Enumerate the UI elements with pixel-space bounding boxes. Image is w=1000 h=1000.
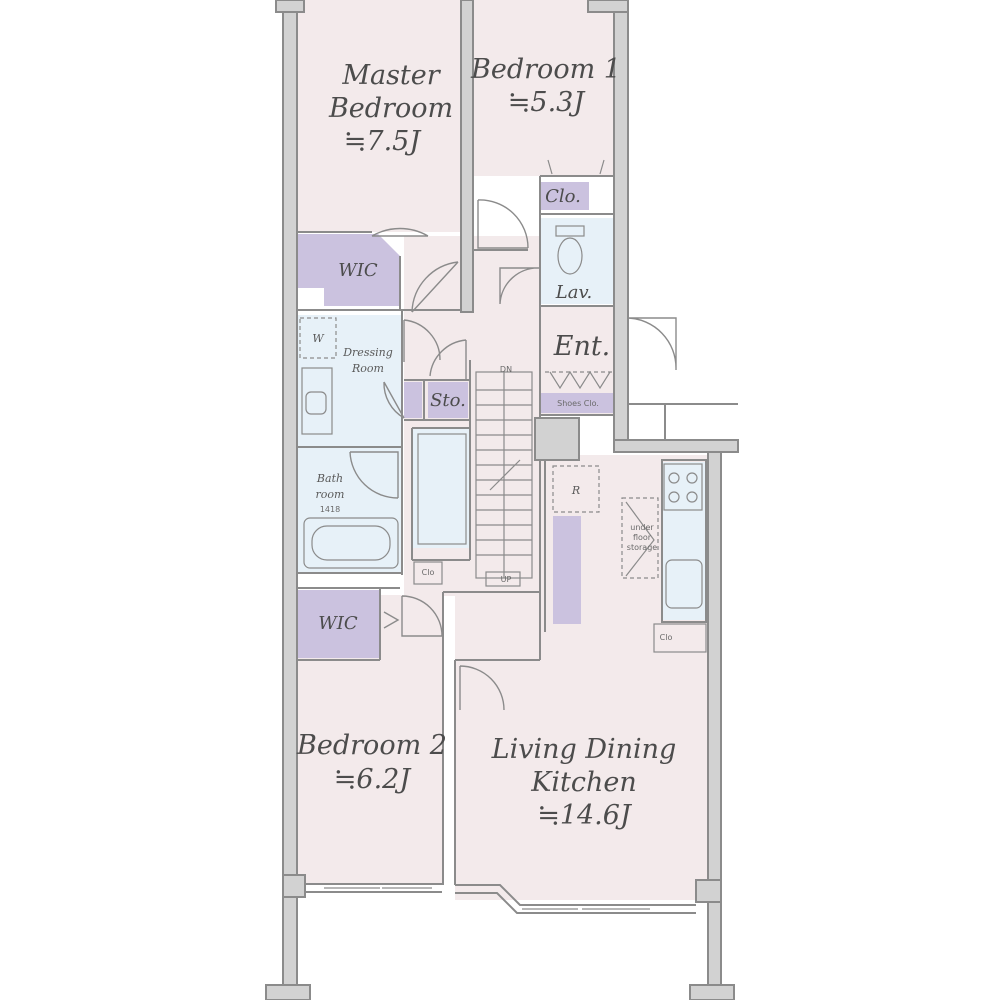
wic-lower-label: WIC	[318, 613, 358, 634]
washer-icon	[299, 317, 337, 359]
toilet-tank-icon	[555, 225, 585, 237]
washbasin-icon	[301, 367, 333, 435]
washer-label: W	[312, 332, 325, 345]
small-clo-label-1: Clo	[422, 568, 435, 577]
stove-icon	[663, 463, 703, 511]
door-master	[371, 227, 429, 237]
ent-label: Ent.	[553, 331, 611, 362]
bathroom-area	[298, 448, 402, 572]
ldk-name-2: Kitchen	[530, 767, 637, 798]
windows	[305, 883, 696, 914]
wic-upper-area	[298, 234, 400, 306]
clo-area	[541, 182, 589, 210]
sto-area	[428, 382, 468, 418]
bedroom2-area: ≒6.2J	[334, 764, 413, 795]
door-ldk	[459, 665, 505, 711]
ldk-area: ≒14.6J	[537, 800, 633, 831]
door-dressing-closet	[383, 381, 405, 419]
kitchen-counter-area	[662, 462, 706, 620]
door-wic-lower	[383, 611, 400, 629]
fixtures	[299, 159, 703, 609]
wall-bedroom-divider	[460, 0, 474, 313]
under-floor-label-2: floor	[633, 533, 652, 542]
wall-left-cap	[275, 0, 305, 13]
pantry-strip	[553, 516, 581, 624]
closet-fills	[298, 182, 615, 658]
toilet-area	[541, 218, 615, 304]
wall-bottom-left-cap	[265, 984, 311, 1000]
bathtub-icon	[303, 517, 399, 569]
partitions	[297, 175, 738, 885]
wic-upper-label: WIC	[338, 260, 378, 281]
door-bedroom2	[401, 595, 443, 637]
door-dressing	[411, 261, 459, 313]
small-closet-strip	[404, 382, 422, 418]
under-floor-label-3: storage	[627, 543, 657, 552]
master-bedroom-name-2: Bedroom	[328, 93, 453, 124]
clo-label: Clo.	[545, 186, 581, 207]
ldk-name-1: Living Dining	[491, 734, 677, 765]
wall-lower-left-post	[282, 874, 306, 898]
refrigerator-label: R	[571, 484, 580, 497]
door-bath	[349, 451, 399, 499]
bedroom1-area: ≒5.3J	[508, 87, 587, 118]
under-floor-storage-icon	[621, 497, 659, 579]
wic-lower-area	[298, 590, 380, 658]
utility-fills	[298, 218, 706, 620]
wall-lower-right-post	[695, 879, 722, 903]
bathroom-label-2: room	[316, 488, 345, 501]
master-bedroom-area: ≒7.5J	[344, 126, 423, 157]
small-clo-label-2: Clo	[660, 633, 673, 642]
stairs-dn-label: DN	[500, 365, 512, 374]
bathroom-label-1: Bath	[316, 472, 343, 485]
door-hall-right	[429, 339, 467, 380]
lav-label: Lav.	[555, 282, 592, 303]
walls	[265, 0, 739, 1000]
doors	[349, 199, 677, 711]
under-floor-label-1: under	[630, 523, 654, 532]
staircase	[475, 371, 533, 579]
storage-area	[412, 428, 470, 548]
wall-left	[282, 0, 298, 891]
master-bedroom-area	[296, 0, 462, 232]
sto-label: Sto.	[430, 390, 466, 411]
bathroom-size-label: 1418	[320, 505, 340, 514]
dressing-room-area	[298, 315, 402, 447]
labels: Master Bedroom ≒7.5J Bedroom 1 ≒5.3J Bed…	[296, 54, 676, 831]
wall-right-cap	[587, 0, 629, 13]
shoes-clo-label: Shoes Clo.	[557, 399, 599, 408]
door-toilet	[499, 267, 541, 305]
stairs-up-label: UP	[501, 575, 512, 584]
master-bedroom-name-1: Master	[341, 60, 441, 91]
door-bedroom1	[477, 199, 529, 249]
refrigerator-icon	[552, 465, 600, 513]
bedroom1-area	[472, 0, 618, 176]
column-stair	[534, 417, 580, 461]
wall-entrance-step	[613, 439, 739, 453]
bedroom1-name: Bedroom 1	[470, 54, 621, 85]
shoes-clo-area	[541, 393, 615, 413]
dressing-room-label-2: Room	[351, 362, 384, 375]
bedroom2-name: Bedroom 2	[296, 730, 447, 761]
kitchen-sink-icon	[665, 559, 703, 609]
wall-bottom-right-cap	[689, 984, 735, 1000]
dressing-room-label-1: Dressing	[342, 346, 393, 359]
wall-right-lower	[707, 449, 722, 1000]
door-entrance	[627, 317, 677, 370]
toilet-icon	[557, 237, 583, 275]
